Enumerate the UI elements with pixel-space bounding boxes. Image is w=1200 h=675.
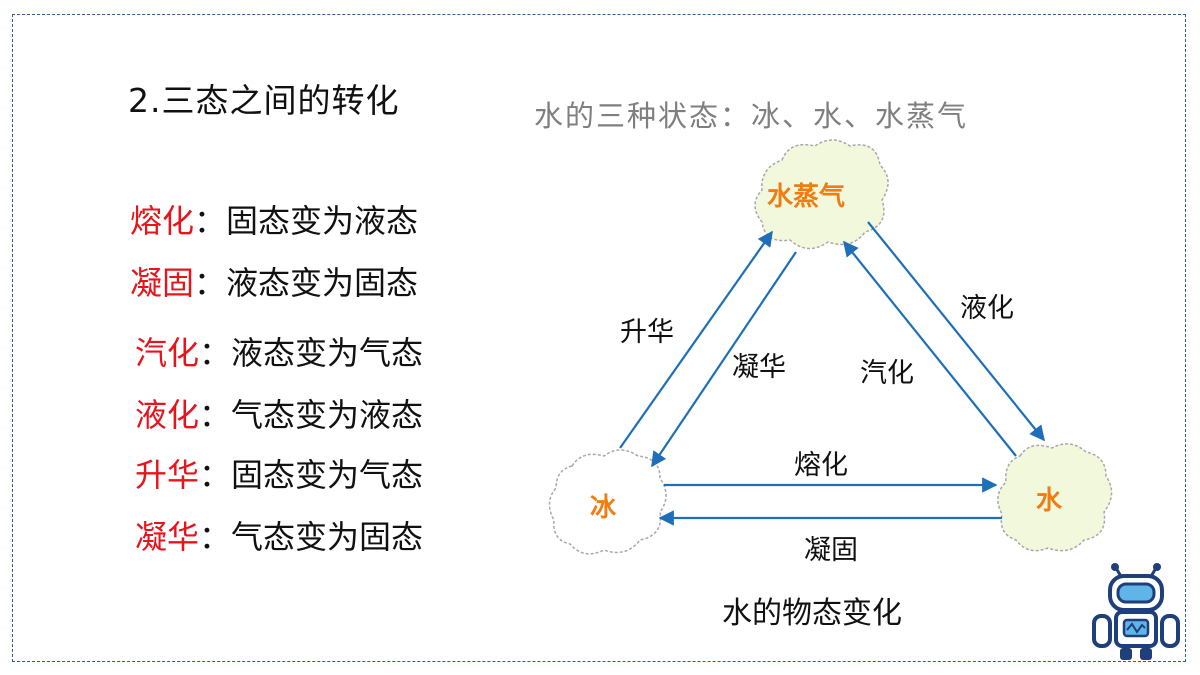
definition-melting: 熔化：固态变为液态 xyxy=(130,196,418,242)
definition-term: 凝华 xyxy=(135,518,200,556)
ice-cloud xyxy=(548,449,667,555)
definition-deposition: 凝华：气态变为固态 xyxy=(135,512,423,558)
definition-term: 升华 xyxy=(135,456,200,494)
definition-term: 液化 xyxy=(135,396,200,434)
definition-freezing: 凝固：液态变为固态 xyxy=(130,258,418,304)
sublimation-arrow xyxy=(619,230,773,449)
deposition-arrow xyxy=(651,251,797,468)
definition-desc: 液态变为固态 xyxy=(226,264,419,302)
diagram-subtitle: 水的三种状态：冰、水、水蒸气 xyxy=(534,99,969,133)
diagram-caption: 水的物态变化 xyxy=(722,596,902,631)
vapor-node-label: 水蒸气 xyxy=(767,182,846,212)
page-title: 2.三态之间的转化 xyxy=(128,81,400,120)
definition-term: 凝固 xyxy=(130,264,195,302)
ice-node-label: 冰 xyxy=(590,493,617,523)
water-node-label: 水 xyxy=(1036,486,1063,516)
definition-sublimation: 升华：固态变为气态 xyxy=(135,450,423,496)
definition-desc: 气态变为固态 xyxy=(231,518,424,556)
water-cloud xyxy=(997,443,1113,552)
vapor-cloud xyxy=(754,139,889,250)
definition-condensation: 液化：气态变为液态 xyxy=(135,390,423,436)
definition-separator: ： xyxy=(194,202,227,240)
melting-label: 熔化 xyxy=(794,450,848,481)
definition-separator: ： xyxy=(194,264,227,302)
definition-separator: ： xyxy=(199,396,232,434)
deposition-label: 凝华 xyxy=(732,352,786,383)
definition-desc: 液态变为气态 xyxy=(231,334,424,372)
definition-vaporization: 汽化：液态变为气态 xyxy=(135,328,423,374)
slide-frame xyxy=(12,14,1186,662)
freezing-label: 凝固 xyxy=(804,535,858,566)
definition-desc: 固态变为气态 xyxy=(231,456,424,494)
definition-desc: 气态变为液态 xyxy=(231,396,424,434)
definition-term: 汽化 xyxy=(135,334,200,372)
vaporization-label: 汽化 xyxy=(860,358,914,389)
definition-desc: 固态变为液态 xyxy=(226,202,419,240)
definition-term: 熔化 xyxy=(130,202,195,240)
robot-mascot-icon xyxy=(1092,563,1180,660)
condensation-label: 液化 xyxy=(960,293,1014,324)
vaporization-arrow xyxy=(843,240,1017,457)
definition-separator: ： xyxy=(199,334,232,372)
definition-separator: ： xyxy=(199,456,232,494)
definition-separator: ： xyxy=(199,518,232,556)
condensation-arrow xyxy=(867,221,1045,442)
sublimation-label: 升华 xyxy=(620,317,674,348)
